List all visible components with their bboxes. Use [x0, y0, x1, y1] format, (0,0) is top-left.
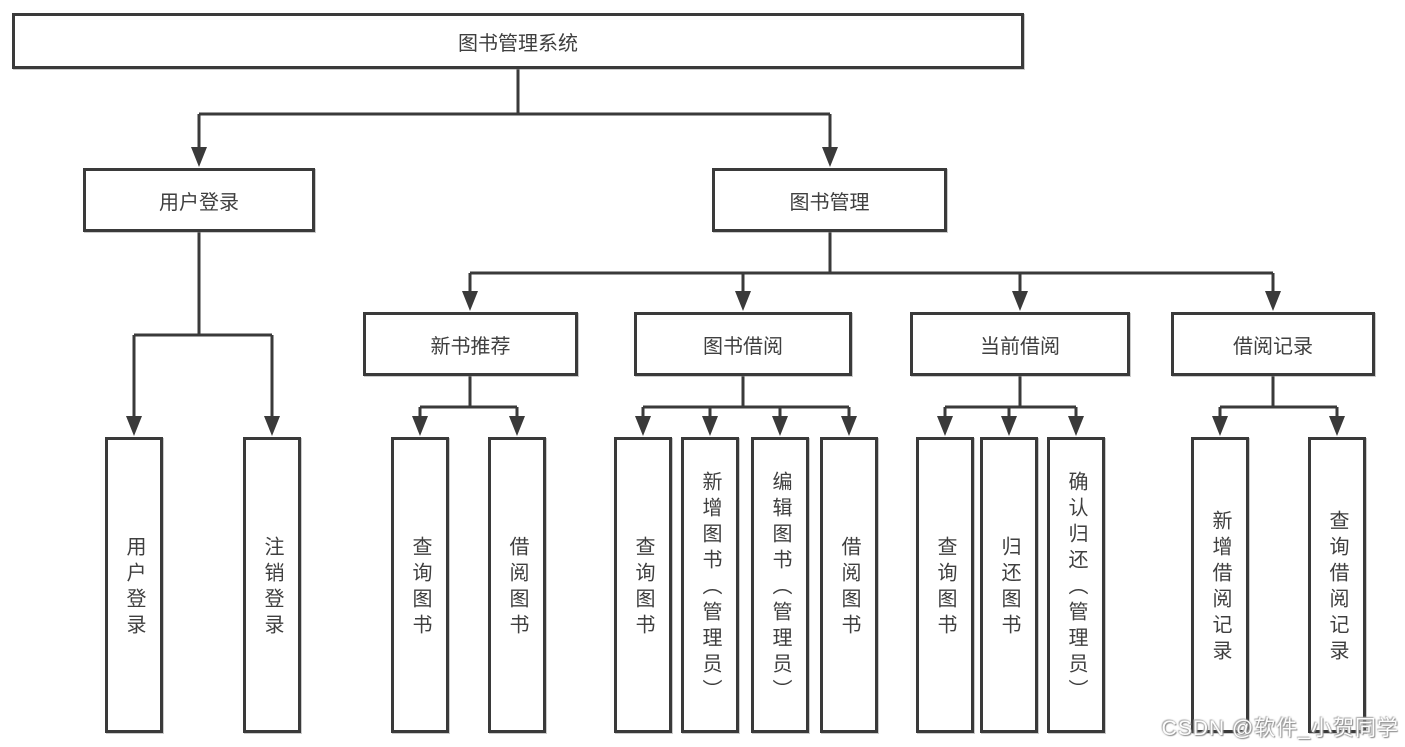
leaf-add-borrow-record: 新增借阅记录: [1191, 437, 1249, 733]
node-book-borrow: 图书借阅: [634, 312, 852, 376]
node-current-borrow: 当前借阅: [910, 312, 1130, 376]
leaf-user-login: 用户登录: [105, 437, 163, 733]
leaf-add-books-admin: 新增图书（管理员）: [681, 437, 739, 733]
leaf-return-books: 归还图书: [980, 437, 1038, 733]
leaf-borrow-query-books: 查询图书: [614, 437, 672, 733]
leaf-recommend-borrow-books: 借阅图书: [488, 437, 546, 733]
node-new-book-recommend: 新书推荐: [363, 312, 578, 376]
node-root-system: 图书管理系统: [12, 13, 1024, 69]
leaf-borrow-books: 借阅图书: [820, 437, 878, 733]
node-borrow-records: 借阅记录: [1171, 312, 1375, 376]
leaf-edit-books-admin: 编辑图书（管理员）: [751, 437, 809, 733]
leaf-query-borrow-record: 查询借阅记录: [1308, 437, 1366, 733]
leaf-current-query-books: 查询图书: [916, 437, 974, 733]
node-book-management: 图书管理: [712, 168, 947, 232]
arrowheads: [126, 147, 1345, 436]
leaf-logout: 注销登录: [243, 437, 301, 733]
node-user-login: 用户登录: [83, 168, 315, 232]
leaf-confirm-return-admin: 确认归还（管理员）: [1047, 437, 1105, 733]
leaf-recommend-query-books: 查询图书: [391, 437, 449, 733]
